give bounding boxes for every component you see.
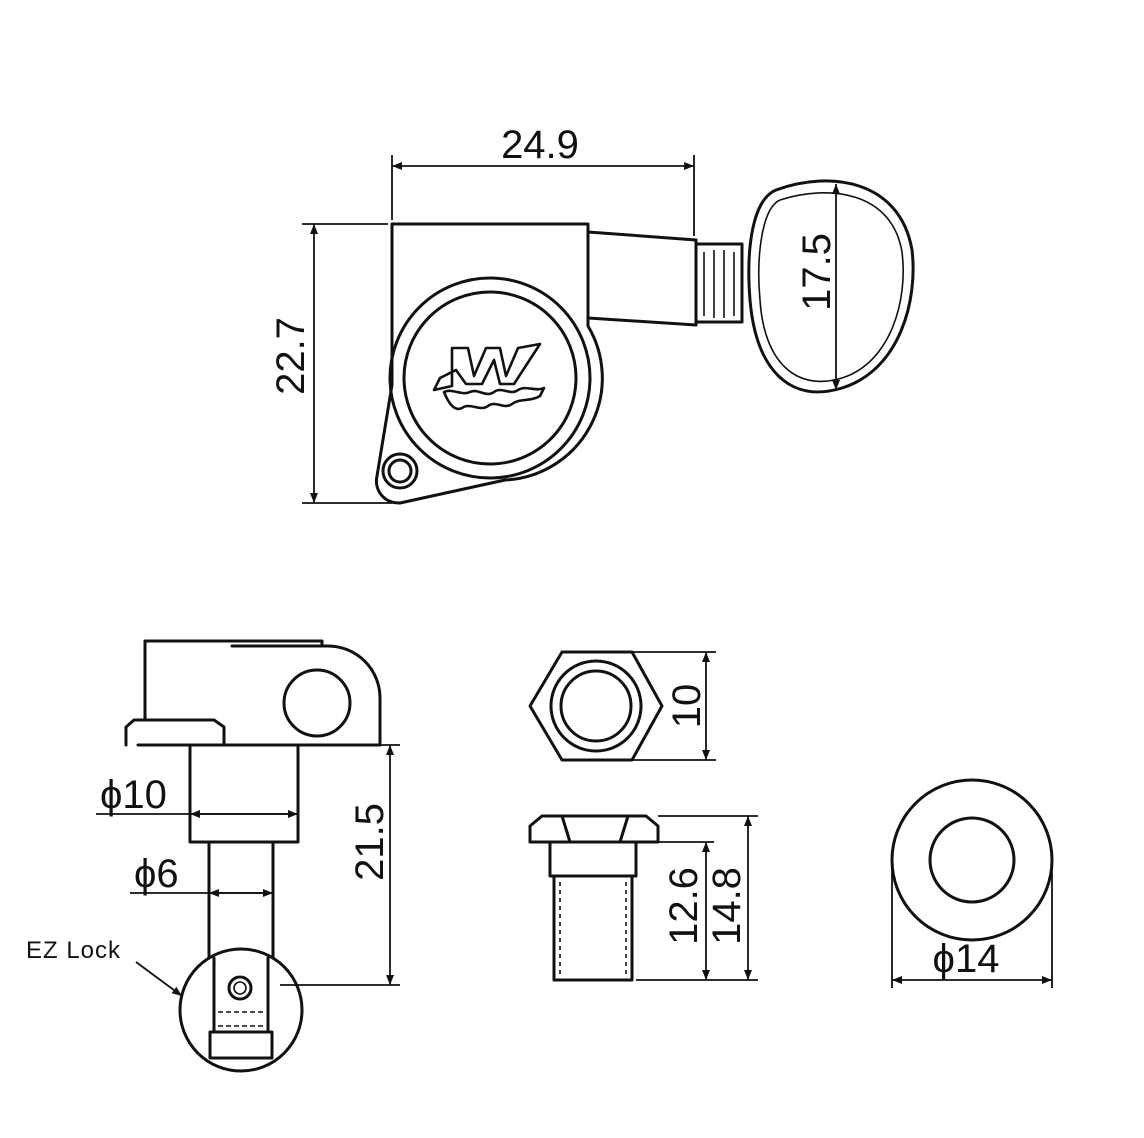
ez-lock-label: EZ Lock xyxy=(26,937,121,964)
dim-washer-dia: ϕ14 xyxy=(933,937,1000,981)
nut-head xyxy=(528,814,660,844)
nut-collar xyxy=(548,840,638,878)
tuning-button xyxy=(747,179,915,394)
dim-post-dia: ϕ6 xyxy=(134,852,179,896)
dim-body-width: 24.9 xyxy=(501,123,579,167)
nut-thread xyxy=(552,874,634,982)
wk-logo-icon xyxy=(432,342,546,411)
screw-hole-inner xyxy=(387,458,413,484)
screw-hole-outer xyxy=(381,452,419,490)
tuner-shaft xyxy=(586,230,698,327)
hex-nut-outline xyxy=(528,650,664,762)
hex-nut-bore-inner xyxy=(559,669,633,743)
string-post xyxy=(207,840,275,960)
dim-button-height: 17.5 xyxy=(795,233,839,311)
gear-cover-outer xyxy=(388,276,592,480)
dim-nut-height-inner: 12.6 xyxy=(662,867,706,945)
dim-post-length: 21.5 xyxy=(348,803,392,881)
dim-body-height: 22.7 xyxy=(269,317,313,395)
dim-nut-height-outer: 14.8 xyxy=(705,867,749,945)
hex-nut-side-view: 12.6 14.8 xyxy=(528,814,758,982)
gear-cover-inner xyxy=(402,290,578,466)
washer-view: ϕ14 xyxy=(890,778,1054,988)
dim-hex-width: 10 xyxy=(665,684,709,729)
ez-lock-post xyxy=(208,956,274,1060)
hex-nut-bore-outer xyxy=(549,659,643,753)
side-screw-hole xyxy=(282,668,352,738)
washer-outer xyxy=(890,778,1054,942)
side-base-plate xyxy=(124,718,226,747)
washer-inner xyxy=(928,816,1016,904)
top-view: 24.9 22.7 17.5 xyxy=(269,123,915,505)
bushing xyxy=(188,743,300,844)
hex-nut-top-view: 10 xyxy=(528,650,716,762)
shaft-collar xyxy=(694,238,744,327)
ez-lock-hole xyxy=(227,975,253,1001)
dim-bushing-dia: ϕ10 xyxy=(100,773,167,817)
side-view: EZ Lock ϕ10 ϕ6 21.5 xyxy=(26,639,400,1073)
tuner-body xyxy=(374,222,604,505)
ez-lock-detail-circle xyxy=(178,947,304,1073)
side-housing xyxy=(136,639,382,747)
